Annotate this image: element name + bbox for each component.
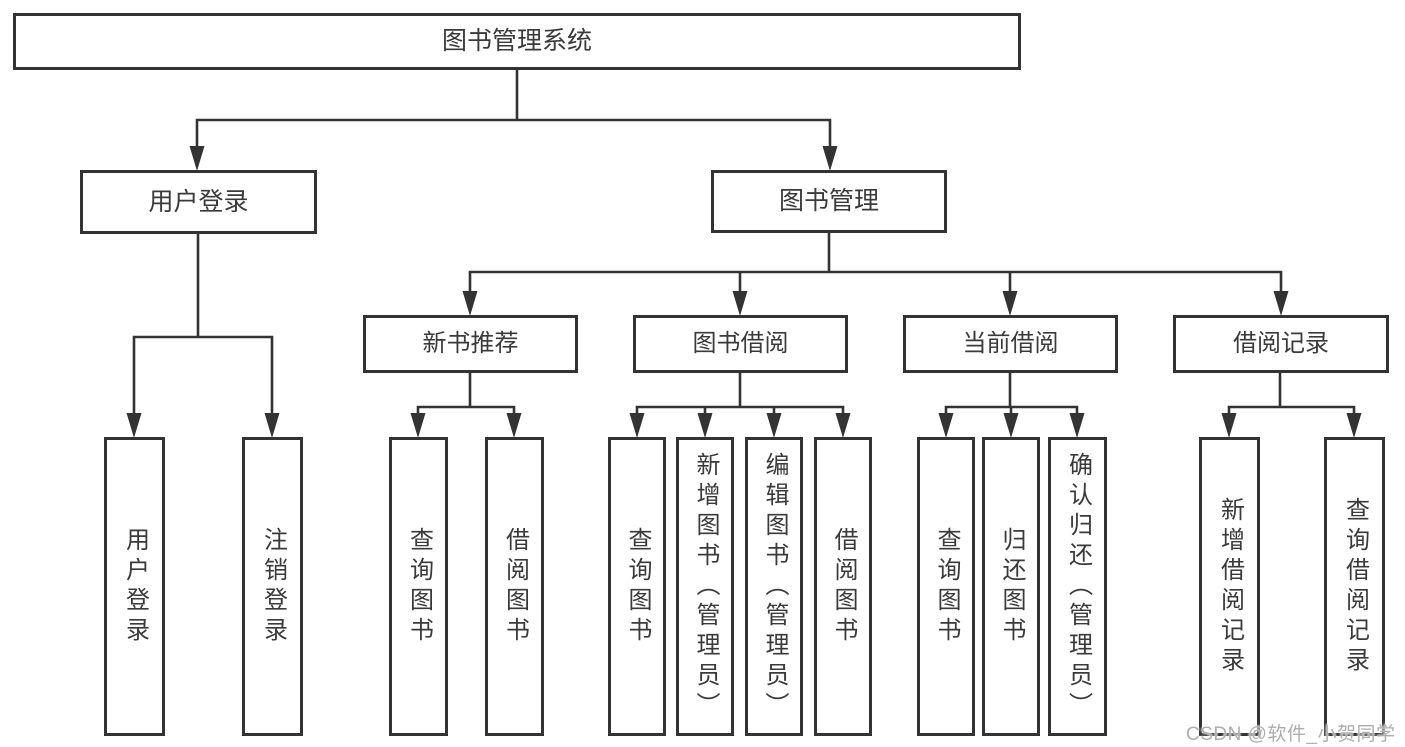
connector-root-to-level2 bbox=[189, 69, 838, 171]
arrowhead-icon bbox=[697, 413, 713, 438]
leaf-borrow-add-books-admin: 新增图书（管理员） bbox=[676, 437, 734, 736]
leaf-user-login: 用户登录 bbox=[104, 437, 165, 736]
node-book-management: 图书管理 bbox=[711, 170, 947, 233]
arrowhead-icon bbox=[1003, 413, 1019, 438]
arrowhead-icon bbox=[1069, 413, 1085, 438]
arrowhead-icon bbox=[506, 413, 522, 438]
connector-line bbox=[195, 118, 832, 147]
arrowhead-icon bbox=[1221, 413, 1237, 438]
leaf-logout: 注销登录 bbox=[242, 437, 303, 736]
arrowhead-icon bbox=[1002, 291, 1018, 316]
node-user-login: 用户登录 bbox=[80, 170, 317, 234]
connector-new-book-recommend-to-leaves bbox=[410, 372, 522, 438]
connector-line bbox=[416, 405, 516, 414]
connector-user-login-to-leaves bbox=[126, 233, 280, 438]
leaf-recommend-borrow-books: 借阅图书 bbox=[485, 437, 544, 736]
leaf-current-confirm-return-admin: 确认归还（管理员） bbox=[1048, 437, 1107, 736]
node-root: 图书管理系统 bbox=[13, 13, 1021, 70]
arrowhead-icon bbox=[732, 291, 748, 316]
node-borrow-records: 借阅记录 bbox=[1173, 315, 1389, 373]
connector-current-borrow-to-leaves bbox=[938, 372, 1085, 438]
connector-borrow-records-to-leaves bbox=[1221, 372, 1362, 438]
connector-line bbox=[132, 335, 274, 414]
leaf-current-query-books: 查询图书 bbox=[917, 437, 975, 736]
leaf-records-add-record: 新增借阅记录 bbox=[1199, 437, 1260, 736]
connector-line bbox=[1227, 405, 1356, 414]
node-book-borrow: 图书借阅 bbox=[633, 315, 848, 373]
leaf-current-return-books: 归还图书 bbox=[982, 437, 1040, 736]
arrowhead-icon bbox=[766, 413, 782, 438]
arrowhead-icon bbox=[1273, 291, 1289, 316]
arrowhead-icon bbox=[410, 413, 426, 438]
watermark: CSDN @软件_小贺同学 bbox=[1186, 724, 1396, 745]
arrowhead-icon bbox=[126, 413, 142, 438]
node-current-borrow: 当前借阅 bbox=[903, 315, 1118, 373]
arrowhead-icon bbox=[822, 146, 838, 171]
arrowhead-icon bbox=[1346, 413, 1362, 438]
leaf-recommend-query-books: 查询图书 bbox=[389, 437, 448, 736]
connector-line bbox=[635, 405, 845, 414]
node-new-book-recommend: 新书推荐 bbox=[363, 315, 578, 373]
leaf-borrow-query-books: 查询图书 bbox=[608, 437, 666, 736]
connector-line bbox=[468, 270, 1283, 292]
leaf-borrow-borrow-books: 借阅图书 bbox=[814, 437, 872, 736]
arrowhead-icon bbox=[462, 291, 478, 316]
arrowhead-icon bbox=[189, 146, 205, 171]
arrowhead-icon bbox=[938, 413, 954, 438]
leaf-borrow-edit-books-admin: 编辑图书（管理员） bbox=[745, 437, 803, 736]
arrowhead-icon bbox=[629, 413, 645, 438]
arrowhead-icon bbox=[835, 413, 851, 438]
arrowhead-icon bbox=[264, 413, 280, 438]
connector-book-borrow-to-leaves bbox=[629, 372, 851, 438]
connector-book-management-to-level3 bbox=[462, 233, 1289, 316]
leaf-records-query-record: 查询借阅记录 bbox=[1324, 437, 1385, 736]
